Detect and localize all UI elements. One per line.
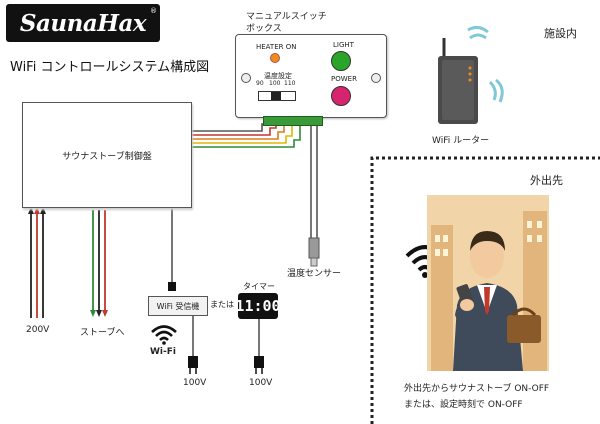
temp-setting-label: 温度設定: [264, 72, 292, 80]
power-200v-label: 200V: [26, 325, 50, 335]
terminal-block: [263, 116, 323, 126]
outside-caption-2: または、設定時刻で ON-OFF: [404, 400, 523, 410]
timer-plug-icon: [254, 319, 264, 374]
wifi-receiver-label: WiFi 受信機: [156, 301, 200, 311]
router-icon: [438, 25, 504, 124]
temp-sensor-label: 温度センサー: [287, 269, 342, 279]
power-button[interactable]: [331, 86, 351, 106]
light-button[interactable]: [331, 51, 351, 71]
light-label: LIGHT: [333, 41, 354, 49]
timer-display: 11:00: [235, 293, 281, 319]
screw-left: [241, 73, 251, 83]
switch-box-label-2: ボックス: [246, 24, 282, 34]
outside-boundary: [370, 156, 600, 424]
receiver-cable: [168, 206, 176, 291]
temp-selector-switch[interactable]: [258, 91, 296, 101]
wifi-text: Wi-Fi: [150, 347, 176, 357]
temp-value-110: 110: [284, 80, 296, 87]
controller-label: サウナストーブ制御盤: [62, 151, 152, 162]
stove-label: ストーブへ: [80, 328, 125, 338]
screw-right: [371, 73, 381, 83]
heater-led: [270, 53, 280, 63]
saunahax-logo: SaunaHax ®: [6, 4, 160, 42]
stove-output-arrows: [90, 210, 108, 317]
power-200v-arrows: [28, 207, 46, 318]
outside-caption-1: 外出先からサウナストーブ ON-OFF: [404, 384, 550, 394]
facility-label: 施設内: [544, 27, 577, 40]
temperature-sensor: [308, 122, 320, 267]
receiver-power-label: 100V: [183, 378, 207, 388]
logo-mark: ®: [150, 7, 157, 15]
wifi-icon: [151, 325, 177, 345]
or-label: または: [210, 300, 234, 309]
wifi-receiver: WiFi 受信機: [148, 296, 208, 316]
timer-power-label: 100V: [249, 378, 273, 388]
router-label: WiFi ルーター: [432, 136, 490, 146]
outside-label: 外出先: [530, 174, 563, 187]
temp-selector-knob: [271, 92, 281, 100]
switch-box-label-1: マニュアルスイッチ: [246, 12, 327, 22]
timer-label: タイマー: [243, 282, 275, 291]
logo-text: SaunaHax: [19, 9, 147, 37]
diagram-title: WiFi コントロールシステム構成図: [10, 60, 210, 75]
manual-switch-box: HEATER ON 温度設定 90 100 110 LIGHT POWER: [235, 34, 387, 118]
timer-time: 11:00: [235, 297, 281, 315]
heater-on-label: HEATER ON: [256, 43, 297, 51]
temp-value-100: 100: [269, 80, 281, 87]
temp-value-90: 90: [256, 80, 264, 87]
businessman-illustration: [427, 195, 549, 371]
plug-icon: [188, 316, 198, 374]
power-label: POWER: [331, 75, 357, 83]
stove-control-panel: サウナストーブ制御盤: [22, 102, 192, 208]
